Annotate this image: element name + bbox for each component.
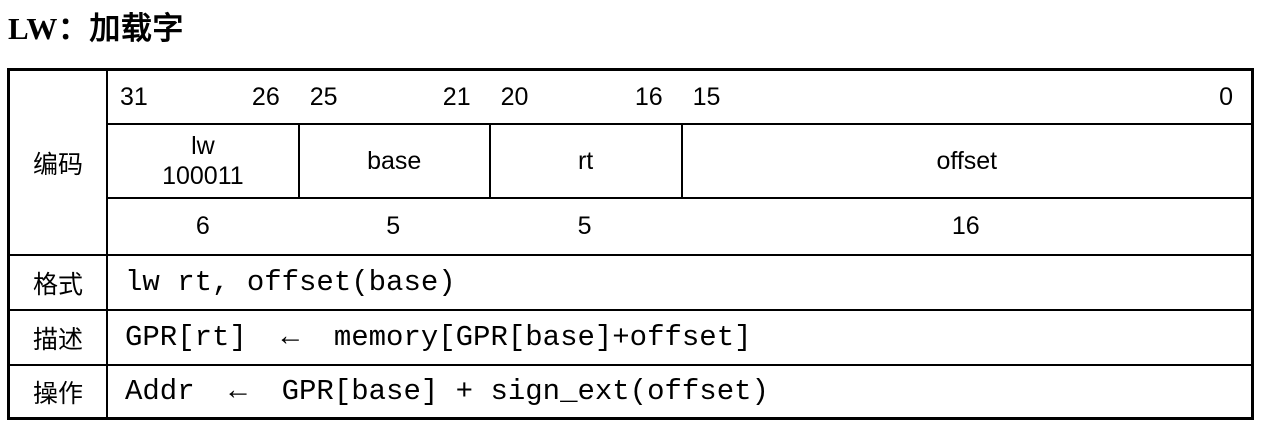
encoding-row-label: 编码	[10, 71, 108, 254]
bit-range-base: 25 21	[298, 83, 489, 112]
instruction-table: 编码 31 26 25 21 20 16 15 0	[7, 68, 1254, 420]
format-text: lw rt, offset(base)	[125, 266, 456, 299]
bit-range-opcode: 31 26	[108, 83, 298, 112]
page-title: LW：加载字	[8, 11, 184, 46]
bit-hi: 20	[500, 82, 529, 111]
bit-lo: 21	[442, 82, 471, 111]
bit-lo: 26	[251, 82, 280, 111]
field-name: lw	[191, 132, 215, 160]
operation-row-label: 操作	[10, 366, 108, 417]
field-widths-row: 6 5 5 16	[108, 197, 1251, 254]
field-opcode-bits: 100011	[162, 162, 244, 190]
field-name: base	[367, 147, 422, 175]
field-offset: offset	[680, 125, 1251, 197]
field-rt: rt	[488, 125, 681, 197]
bit-positions-row: 31 26 25 21 20 16 15 0	[108, 71, 1251, 123]
field-base: base	[297, 125, 489, 197]
bit-hi: 25	[309, 82, 338, 111]
bit-hi: 31	[120, 82, 148, 111]
format-row: 格式 lw rt, offset(base)	[10, 254, 1251, 309]
field-name: offset	[936, 147, 998, 175]
encoding-row: 编码 31 26 25 21 20 16 15 0	[10, 71, 1251, 254]
field-names-row: lw 100011 base rt offset	[108, 123, 1251, 197]
field-width-offset: 16	[951, 212, 980, 240]
operation-row: 操作 Addr ← GPR[base] + sign_ext(offset)	[10, 364, 1251, 417]
description-row-label: 描述	[10, 311, 108, 364]
field-width-rt: 5	[577, 212, 592, 240]
bit-lo: 16	[634, 82, 663, 111]
field-name: rt	[577, 147, 594, 175]
bit-range-offset: 15 0	[681, 83, 1251, 112]
operation-text: Addr ← GPR[base] + sign_ext(offset)	[125, 375, 769, 408]
description-text: GPR[rt] ← memory[GPR[base]+offset]	[125, 321, 752, 354]
format-row-label: 格式	[10, 256, 108, 309]
description-row: 描述 GPR[rt] ← memory[GPR[base]+offset]	[10, 309, 1251, 364]
encoding-diagram: 31 26 25 21 20 16 15 0 lw	[108, 71, 1251, 254]
field-opcode: lw 100011	[108, 125, 298, 197]
bit-range-rt: 20 16	[489, 83, 681, 112]
field-width-opcode: 6	[195, 212, 210, 240]
field-width-base: 5	[386, 212, 401, 240]
bit-lo: 0	[1219, 82, 1233, 111]
bit-hi: 15	[692, 82, 721, 111]
